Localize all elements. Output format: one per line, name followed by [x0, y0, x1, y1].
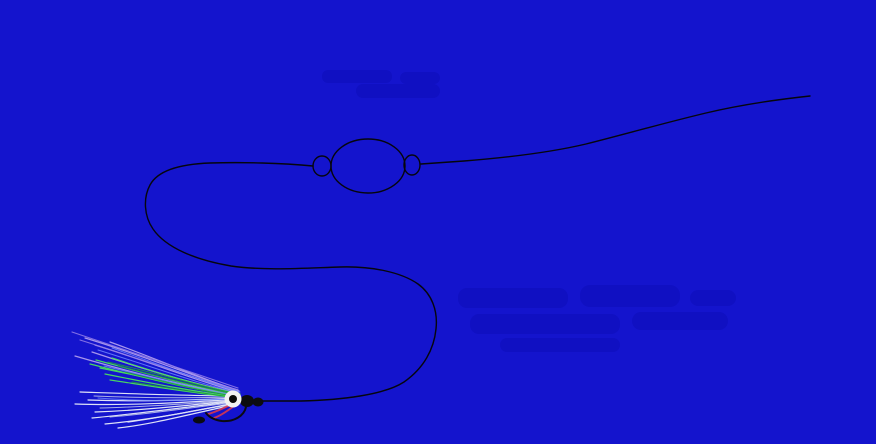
fly-fibers-violet — [71, 331, 239, 391]
watermark-blob — [580, 285, 680, 307]
fly-eye-pupil — [229, 395, 237, 403]
fly-fibers-blue-flash — [97, 347, 241, 401]
fly-fiber — [71, 331, 239, 389]
fly-fiber — [97, 397, 239, 401]
hook-curve — [205, 406, 247, 423]
fly-fiber — [91, 400, 240, 419]
fly-fiber — [117, 365, 240, 396]
leader-line — [144, 95, 811, 402]
fly-fiber — [104, 373, 239, 398]
watermark-blob — [400, 72, 440, 84]
fly-streamer — [71, 331, 264, 429]
watermark-blob — [632, 312, 728, 330]
fly-head — [240, 395, 254, 407]
watermark-blob — [690, 290, 736, 306]
watermark-blob — [500, 338, 620, 352]
watermark-blob — [470, 314, 620, 334]
fly-fiber — [79, 339, 238, 391]
tie-knot-bead — [252, 397, 264, 407]
watermark-smudge-top — [322, 70, 440, 98]
fly-fiber — [109, 401, 239, 418]
fly-fiber — [111, 347, 241, 393]
hook-point — [193, 416, 205, 424]
right-knot-loop — [403, 154, 421, 176]
fly-fiber — [93, 395, 240, 399]
fly-fiber — [97, 349, 240, 394]
watermark-blob — [356, 84, 440, 98]
watermark-blob — [322, 70, 392, 83]
leader-right-run — [420, 95, 811, 165]
watermark-blob — [458, 288, 568, 308]
leader-left-run — [144, 161, 438, 402]
hook-bend — [205, 406, 247, 423]
watermark-smudge-bottom — [458, 285, 736, 352]
fly-fiber — [107, 361, 239, 395]
fly-fiber — [74, 398, 241, 406]
